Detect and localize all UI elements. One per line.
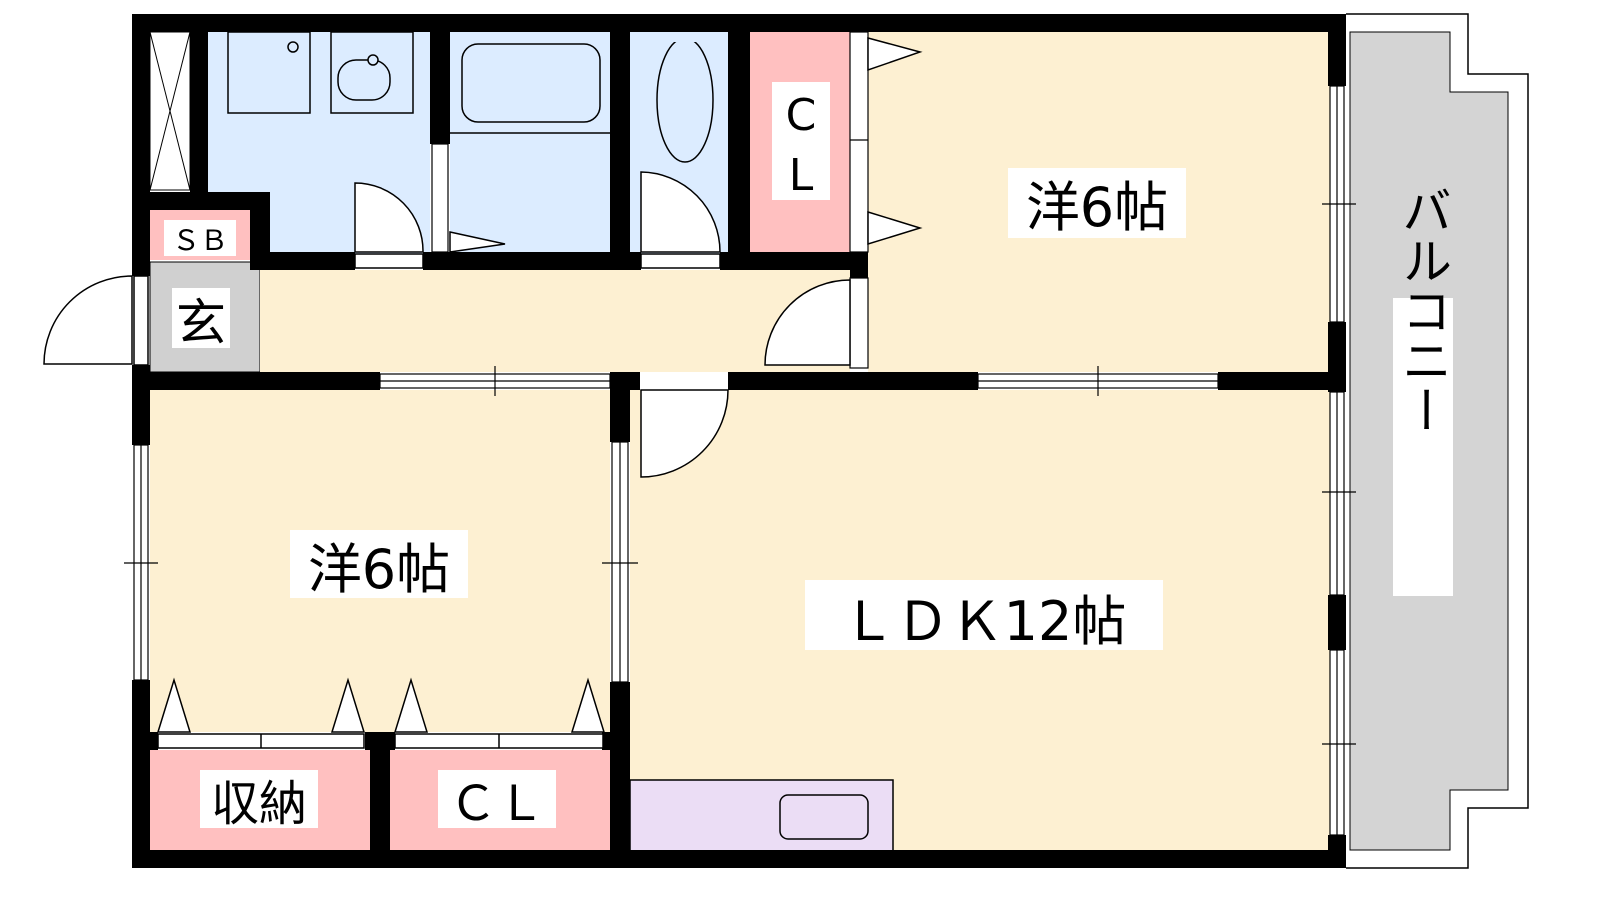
shoe-box-label: ＳＢ xyxy=(172,224,228,257)
balcony-label: バルコニー xyxy=(1394,185,1452,435)
toilet-icon xyxy=(656,37,714,163)
closet-top-label-c: C xyxy=(786,90,817,141)
storage-label: 収納 xyxy=(211,776,307,832)
windows[interactable] xyxy=(124,31,1356,836)
closet-bottom-label: ＣＬ xyxy=(449,776,545,832)
kitchen-counter xyxy=(629,779,894,853)
walls xyxy=(132,14,1346,868)
ldk-label: ＬＤＫ12帖 xyxy=(842,590,1127,653)
western-room-1-label: 洋6帖 xyxy=(1026,176,1168,239)
entrance-label: 玄 xyxy=(176,294,226,352)
closet-top-label-l: L xyxy=(789,150,814,201)
storage-cabinet xyxy=(149,31,191,191)
western-room-2-label: 洋6帖 xyxy=(308,538,450,601)
sink-icon xyxy=(779,794,869,840)
doors[interactable] xyxy=(43,37,923,749)
bathroom-floor xyxy=(450,32,610,254)
hallway-floor xyxy=(260,270,850,372)
bathtub-icon xyxy=(461,43,601,123)
